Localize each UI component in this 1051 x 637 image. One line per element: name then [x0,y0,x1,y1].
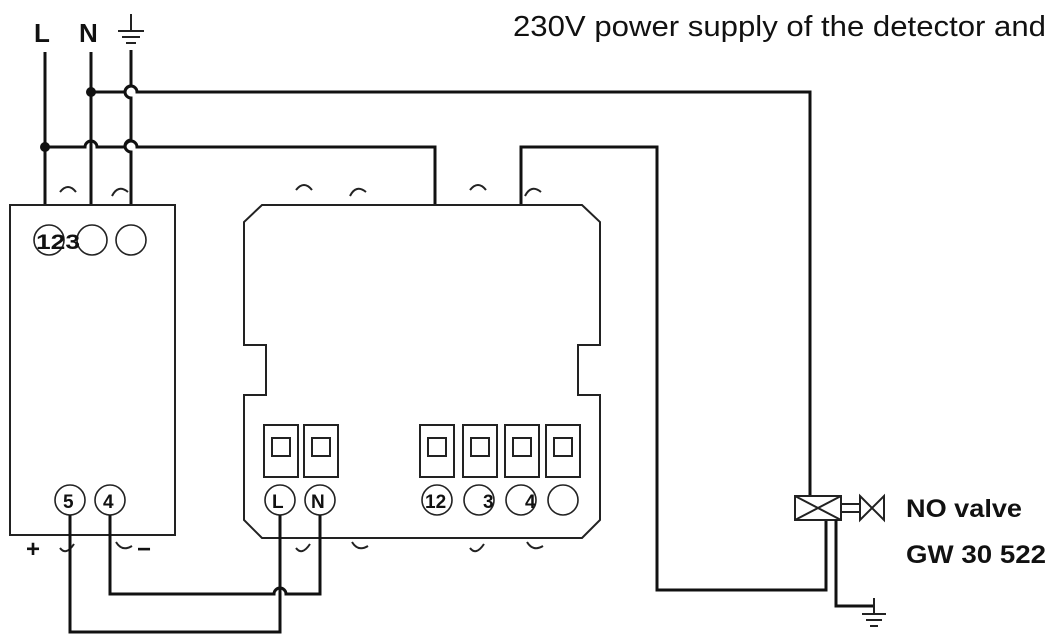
line-label: L [34,18,50,48]
supply-note: 230V power supply of the detector and [513,11,1046,43]
relay-to-valve-wire [519,145,828,592]
supply-terminal-4-label: 4 [103,492,114,513]
clip-bottom-2 [115,541,133,550]
neutral-junction-dot [86,87,96,97]
low-voltage-wiring [68,515,322,634]
negative-label: − [137,536,151,563]
supply-top-terminal-label: 123 [36,231,80,254]
ground-symbol-valve-icon [862,598,886,627]
ground-symbol-top-icon [118,14,144,44]
no-valve: NO valve GW 30 522 [794,493,1046,627]
clip-top-1 [59,186,77,193]
supply-terminal-2 [76,224,108,256]
line-to-relay-wire [45,139,437,428]
detector-terminal-4 [505,484,537,516]
detector-clip-top-4 [524,187,542,197]
detector-clip-bottom-2 [351,541,369,550]
detector-terminal-3-label: 3 [483,492,494,513]
detector-terminal-1 [421,484,453,516]
detector-clip-bottom-4 [526,541,544,550]
negative-to-N-wire [108,515,322,596]
line-junction-dot [40,142,50,152]
detector-clip-top-3 [469,184,487,191]
detector-clip-top-2 [349,187,367,197]
power-supply-unit: 123 5 4 + − [9,186,176,563]
detector-terminal-4-label: 4 [525,492,536,513]
detector-body [243,204,601,539]
supply-terminal-1 [33,224,65,256]
clip-top-2 [111,187,129,197]
valve-body-icon [859,493,885,523]
valve-ground-wire [834,520,874,608]
positive-to-L-wire [68,515,282,634]
mains-wiring [40,50,828,592]
power-supply-body [9,204,176,536]
positive-label: + [26,536,40,563]
clip-bottom-1 [59,543,75,553]
detector-power-blocks [263,424,339,478]
detector-terminal-3 [463,484,495,516]
detector-terminal-12-label: 12 [425,492,446,513]
detector-terminal-L-label: L [272,492,284,513]
valve-code: GW 30 522 [906,541,1046,569]
detector-clip-top-1 [295,184,313,191]
neutral-label: N [79,18,98,48]
gas-detector-module: L N 12 3 4 [243,184,601,553]
supply-terminal-3 [115,224,147,256]
detector-terminal-N-label: N [311,492,325,513]
detector-relay-blocks [419,424,581,478]
detector-clip-bottom-1 [295,543,311,553]
valve-name: NO valve [906,495,1022,523]
neutral-to-valve-wire [91,84,812,496]
detector-clip-bottom-3 [469,543,485,553]
supply-terminal-5-label: 5 [63,492,74,513]
detector-terminal-5 [547,484,579,516]
earth-wire [123,50,133,228]
